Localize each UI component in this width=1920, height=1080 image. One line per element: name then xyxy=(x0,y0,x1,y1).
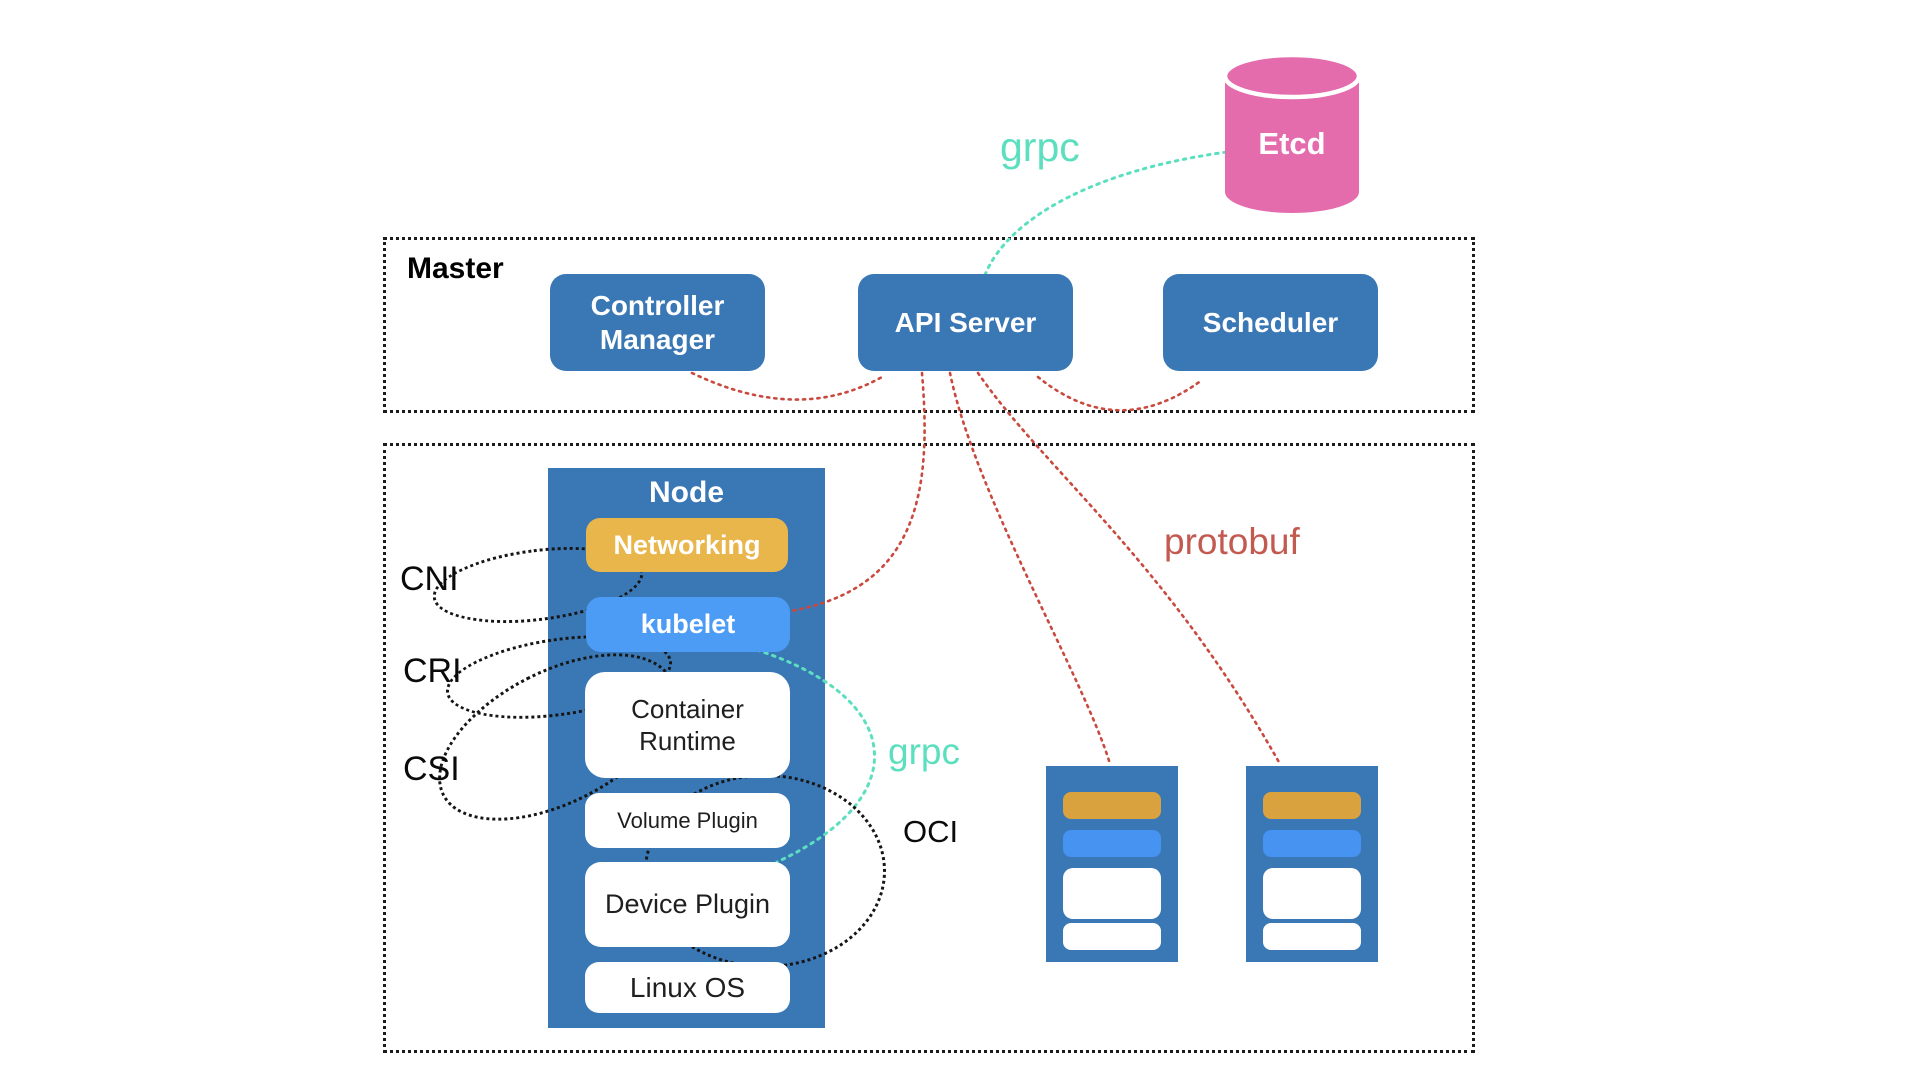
worker-os-bar xyxy=(1263,923,1361,950)
protobuf-label: protobuf xyxy=(1164,521,1300,562)
worker-networking-bar xyxy=(1063,792,1161,819)
volume-plugin-layer: Volume Plugin xyxy=(585,793,790,848)
worker-kubelet-bar xyxy=(1063,830,1161,857)
worker-kubelet-bar xyxy=(1263,830,1361,857)
master-region-frame xyxy=(383,237,1475,413)
node-region-frame xyxy=(383,443,1475,1053)
worker-runtime-bar xyxy=(1263,868,1361,919)
master-region-label: Master xyxy=(407,252,504,285)
device-plugin-layer: Device Plugin xyxy=(585,862,790,947)
oci-label: OCI xyxy=(903,814,959,849)
api-server-box: API Server xyxy=(858,274,1073,371)
csi-label: CSI xyxy=(403,750,460,788)
worker-node-glyph xyxy=(1246,766,1378,962)
controller-manager-box: Controller Manager xyxy=(550,274,765,371)
networking-layer: Networking xyxy=(586,518,788,572)
grpc-runtime-label: grpc xyxy=(888,731,960,772)
linux-os-layer: Linux OS xyxy=(585,962,790,1013)
node-label: Node xyxy=(649,476,724,509)
container-runtime-layer: Container Runtime xyxy=(585,672,790,778)
cni-label: CNI xyxy=(400,560,459,598)
scheduler-box: Scheduler xyxy=(1163,274,1378,371)
etcd-label: Etcd xyxy=(1258,126,1326,161)
kubelet-layer: kubelet xyxy=(586,597,790,652)
worker-runtime-bar xyxy=(1063,868,1161,919)
worker-os-bar xyxy=(1063,923,1161,950)
grpc-etcd-label: grpc xyxy=(1000,124,1080,170)
worker-networking-bar xyxy=(1263,792,1361,819)
worker-node-glyph xyxy=(1046,766,1178,962)
cri-label: CRI xyxy=(403,652,462,690)
